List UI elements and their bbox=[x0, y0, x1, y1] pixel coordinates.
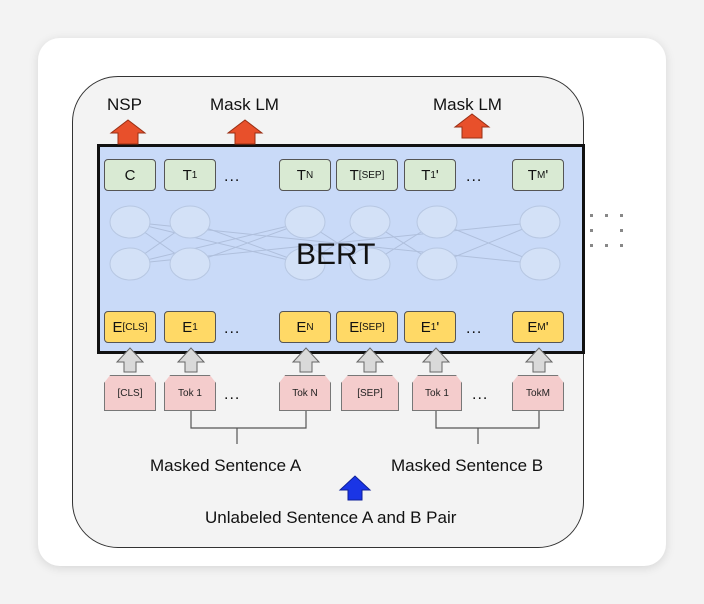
embedding-ellipsis-1: ... bbox=[224, 320, 241, 337]
input-token-tokn: Tok N bbox=[279, 375, 331, 411]
output-token-tsep: T[SEP] bbox=[336, 159, 398, 191]
input-token-tokm: TokM bbox=[512, 375, 564, 411]
input-ellipsis-2: ... bbox=[472, 386, 489, 403]
input-token-sep: [SEP] bbox=[341, 375, 399, 411]
output-ellipsis-1: ... bbox=[224, 168, 241, 185]
mask-lm-label-2: Mask LM bbox=[433, 95, 502, 114]
output-ellipsis-2: ... bbox=[466, 168, 483, 185]
embedding-sep: E[SEP] bbox=[336, 311, 398, 343]
output-token-c: C bbox=[104, 159, 156, 191]
input-ellipsis-1: ... bbox=[224, 386, 241, 403]
input-token-tok1-b: Tok 1 bbox=[412, 375, 462, 411]
embedding-cls: E[CLS] bbox=[104, 311, 156, 343]
bert-title: BERT bbox=[296, 238, 376, 271]
input-token-cls: [CLS] bbox=[104, 375, 156, 411]
embedding-ellipsis-2: ... bbox=[466, 320, 483, 337]
sentence-a-label: Masked Sentence A bbox=[150, 456, 302, 475]
mask-lm-label-1: Mask LM bbox=[210, 95, 279, 114]
sentence-b-label: Masked Sentence B bbox=[391, 456, 544, 475]
sentence-pair-label: Unlabeled Sentence A and B Pair bbox=[205, 508, 457, 527]
input-token-tok1: Tok 1 bbox=[164, 375, 216, 411]
nsp-label: NSP bbox=[107, 95, 142, 114]
